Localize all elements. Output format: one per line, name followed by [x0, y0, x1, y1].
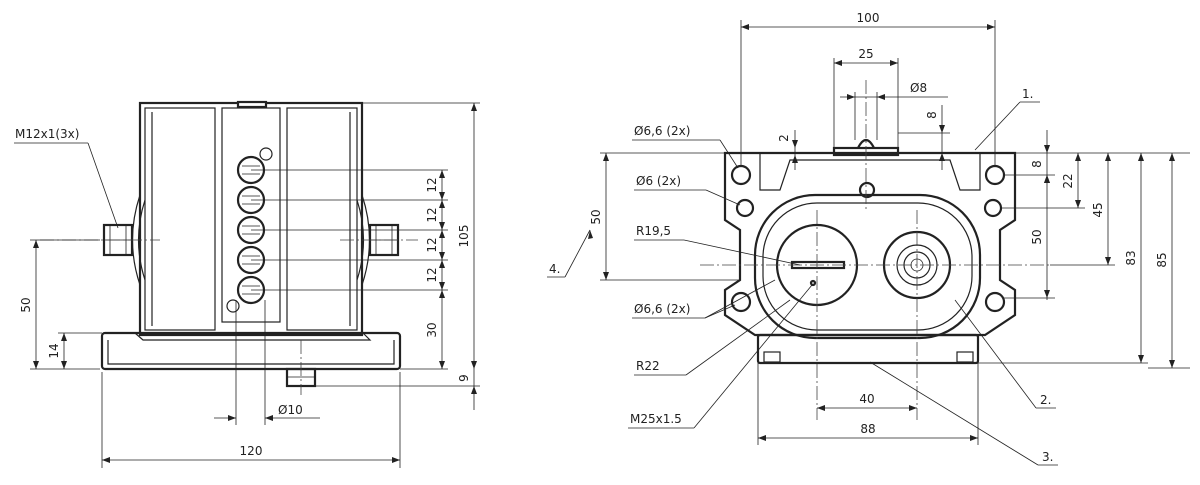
- callout-r22-label: R22: [636, 359, 660, 373]
- dim-25-label: 25: [858, 47, 873, 61]
- outer-flange: [723, 138, 1017, 365]
- dim-14-label: 14: [47, 343, 61, 358]
- callout-m25: M25x1.5: [628, 284, 813, 429]
- dim-12-d: 12: [425, 267, 439, 282]
- item-label-2-text: 2.: [1040, 393, 1051, 407]
- dim-8-right: 8: [1004, 130, 1190, 300]
- callout-m12: M12x1(3x): [14, 127, 119, 229]
- callout-m25-label: M25x1.5: [630, 412, 682, 426]
- side-view: 120 Ø10 M12x1(3x) 50 14: [14, 100, 480, 468]
- callout-r195-label: R19,5: [636, 224, 671, 238]
- bottom-connector: [285, 340, 317, 395]
- dim-50-left: 50: [19, 239, 100, 370]
- dim-50-front-left-label: 50: [589, 209, 603, 224]
- callout-r22: R22: [634, 299, 791, 376]
- dim-2: 2: [777, 130, 798, 170]
- front-view: 100 25 Ø8 8 2: [547, 11, 1190, 466]
- dim-105-label: 105: [457, 225, 471, 248]
- dim-83: 83: [978, 153, 1148, 364]
- callout-hole-66-bottom: Ø6,6 (2x): [632, 279, 776, 319]
- dim-14: 14: [47, 332, 102, 369]
- mounting-holes: [730, 164, 1006, 313]
- dim-25: 25: [833, 47, 899, 148]
- callout-r195: R19,5: [634, 224, 801, 266]
- dim-30: 30: [400, 290, 448, 370]
- item-label-3: 3.: [869, 361, 1058, 466]
- callout-hole-66-bottom-label: Ø6,6 (2x): [634, 302, 690, 316]
- dim-22-label: 22: [1061, 173, 1075, 188]
- dim-8-right-label: 8: [1030, 160, 1044, 168]
- dim-85: 85: [1148, 153, 1190, 369]
- dim-45-label: 45: [1091, 202, 1105, 217]
- dim-50-right: 50: [1004, 175, 1055, 299]
- callout-hole-66-top: Ø6,6 (2x): [632, 124, 739, 169]
- item-label-1-text: 1.: [1022, 87, 1033, 101]
- callout-m12-label: M12x1(3x): [15, 127, 79, 141]
- dim-pitch-12: 12 12 12 12: [251, 169, 448, 291]
- item-label-1: 1.: [974, 87, 1040, 151]
- callout-hole-6-label: Ø6 (2x): [636, 174, 681, 188]
- dim-120-label: 120: [240, 444, 263, 458]
- dim-9-label: 9: [457, 374, 471, 382]
- dim-8-top-label: 8: [925, 111, 939, 119]
- dim-83-label: 83: [1124, 250, 1138, 265]
- item-label-4: 4.: [547, 229, 593, 278]
- cam-discs: [226, 147, 273, 313]
- dim-8-top: 8: [898, 105, 950, 170]
- dim-12-b: 12: [425, 207, 439, 222]
- housing-body: [138, 100, 364, 337]
- dim-dia-10-label: Ø10: [278, 403, 303, 417]
- callout-hole-6: Ø6 (2x): [634, 174, 741, 206]
- dim-12-c: 12: [425, 237, 439, 252]
- dim-dia-8-label: Ø8: [910, 81, 927, 95]
- base-plate: [100, 331, 402, 371]
- dim-9: 9: [315, 369, 480, 410]
- dim-22: 22: [1001, 153, 1085, 209]
- dim-45: 45: [1050, 153, 1115, 266]
- dim-105: 105: [362, 102, 480, 369]
- callout-hole-66-top-label: Ø6,6 (2x): [634, 124, 690, 138]
- dim-50-left-label: 50: [19, 297, 33, 312]
- dim-40-label: 40: [859, 392, 874, 406]
- cover-plate: [753, 193, 982, 340]
- dim-50-right-label: 50: [1030, 229, 1044, 244]
- dim-dia-10: Ø10: [214, 300, 320, 425]
- dim-88-label: 88: [860, 422, 875, 436]
- dim-30-label: 30: [425, 322, 439, 337]
- item-label-3-text: 3.: [1042, 450, 1053, 464]
- dim-50-front-left: 50: [589, 152, 740, 281]
- dim-2-label: 2: [777, 134, 791, 142]
- dim-100-label: 100: [857, 11, 880, 25]
- dim-88: 88: [757, 363, 979, 445]
- dim-dia-8: Ø8: [840, 81, 948, 140]
- dim-40: 40: [817, 392, 917, 411]
- dim-12-a: 12: [425, 177, 439, 192]
- dim-120: 120: [101, 372, 401, 468]
- dim-100: 100: [740, 11, 996, 165]
- item-label-2: 2.: [954, 299, 1056, 409]
- item-label-4-text: 4.: [549, 262, 560, 276]
- dim-85-label: 85: [1155, 252, 1169, 267]
